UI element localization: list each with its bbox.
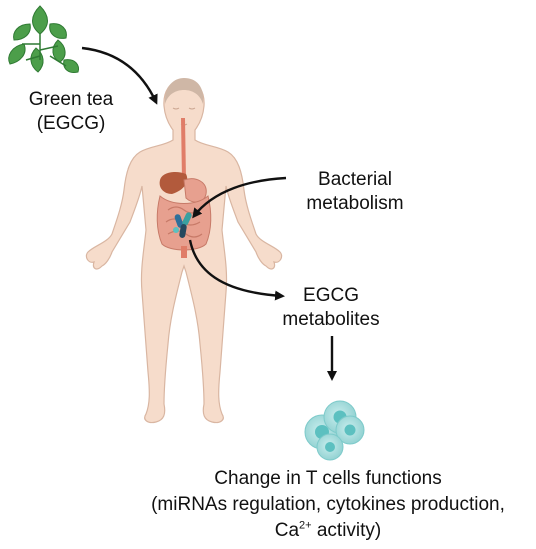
arrow-bacterial-to-gut <box>192 176 287 219</box>
green-tea-label: Green tea (EGCG) <box>6 88 136 136</box>
green-tea-leaves-icon <box>8 5 79 73</box>
arrow-tea-to-body <box>81 46 158 105</box>
metabolites-label-line1: EGCG <box>303 285 359 306</box>
gut-bacteria-icon <box>173 212 192 238</box>
green-tea-label-line2: (EGCG) <box>36 113 106 134</box>
bacterial-metabolism-label: Bacterial metabolism <box>290 168 420 216</box>
bacterial-label-line1: Bacterial <box>318 169 392 190</box>
tcell-label-line2: (miRNAs regulation, cytokines production… <box>151 494 505 515</box>
t-cell-function-label: Change in T cells functions (miRNAs regu… <box>120 466 536 544</box>
tcell-label-line3: Ca2+ activity) <box>120 518 536 544</box>
arrow-gut-to-metabolites <box>188 239 285 301</box>
metabolites-label-line2: metabolites <box>282 309 380 330</box>
tcell-label-superscript: 2+ <box>299 519 312 532</box>
tcell-label-activity: activity) <box>311 520 382 541</box>
green-tea-label-line1: Green tea <box>28 89 114 110</box>
bacterial-label-line2: metabolism <box>306 193 404 214</box>
human-body-icon <box>85 78 283 424</box>
tcell-label-ca: Ca <box>274 520 300 541</box>
egcg-metabolites-label: EGCG metabolites <box>266 284 396 332</box>
tcell-label-line1: Change in T cells functions <box>214 468 442 489</box>
t-cells-icon <box>304 400 365 461</box>
